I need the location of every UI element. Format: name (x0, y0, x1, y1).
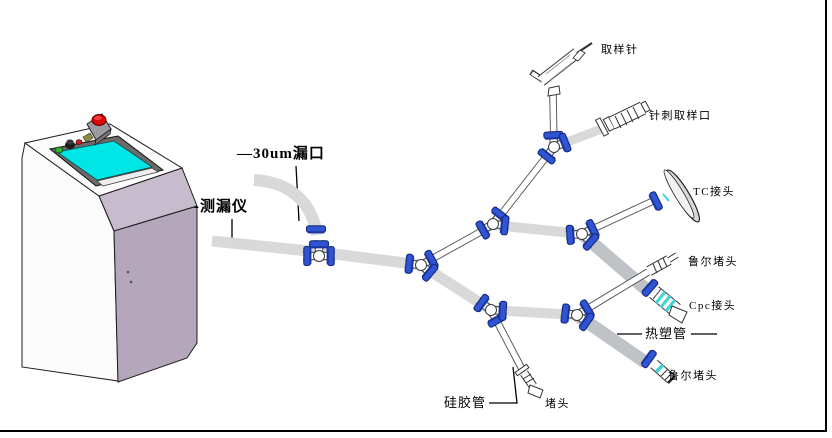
cpc-flare (668, 305, 688, 324)
label-sampling-needle: 取样针 (601, 44, 639, 56)
y-connector-main (404, 249, 439, 282)
label-end-plug: 堵头 (545, 398, 570, 410)
label-luer-plug-upper: 鲁尔堵头 (688, 256, 738, 268)
needle-sampling-port (594, 100, 651, 137)
luer-plug-upper (646, 252, 679, 276)
label-cpc-connector: Cpc接头 (689, 300, 737, 312)
page-border-right (825, 0, 827, 432)
screw-dot (129, 280, 133, 284)
y-connector-lower (472, 293, 507, 329)
estop-base (82, 132, 94, 143)
red-button (75, 139, 83, 145)
label-luer-plug-lower: 鲁尔堵头 (668, 370, 718, 382)
screen-ledge (96, 167, 159, 187)
y-connector-right (565, 218, 600, 251)
screw-dot (126, 270, 130, 274)
label-thermoplastic-tube: 热塑管 (645, 326, 688, 341)
end-plug (514, 363, 544, 399)
label-leak-detector: -测漏仪 (194, 199, 248, 215)
y-connector-upper (474, 206, 510, 241)
black-knob-top (66, 139, 74, 145)
estop-highlight (94, 115, 102, 121)
cpc-connector (639, 277, 688, 324)
leader-silicone (489, 366, 518, 404)
label-silicone-tube: 硅胶管 (444, 395, 487, 410)
label-leak-port: —30um漏口 (237, 146, 325, 162)
y-connector-needle (537, 131, 573, 166)
plug-flare (527, 384, 544, 399)
tee-connector (303, 225, 335, 266)
sampling-needle (529, 42, 593, 97)
cabinet-side (113, 205, 198, 383)
estop-bracket-side (94, 128, 112, 146)
tc-connector (647, 169, 701, 223)
page-border-bottom (0, 430, 827, 432)
y-connector-lower-right (560, 299, 596, 332)
green-button (54, 146, 64, 154)
label-needle-sampling-port: 针刺取样口 (649, 110, 712, 122)
luer-plug-lower (639, 348, 676, 384)
label-tc-connector: TC接头 (693, 186, 736, 198)
leak-tester-machine (21, 113, 198, 383)
